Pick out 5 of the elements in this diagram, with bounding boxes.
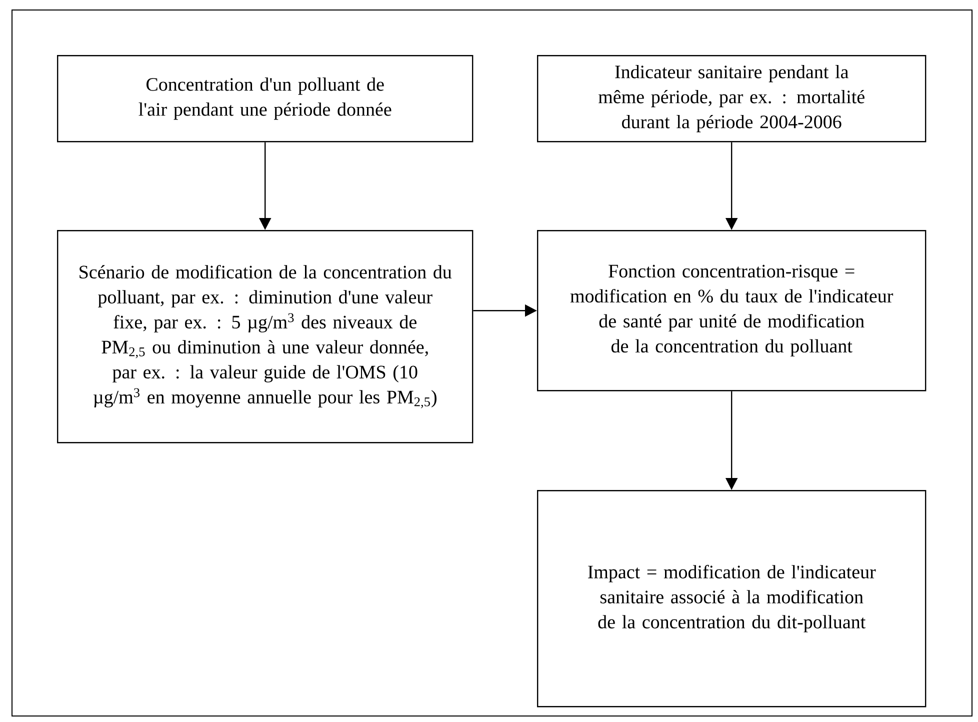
process-box: Concentration d'un polluant de l'air pendant une période donnée	[57, 55, 474, 142]
process-box: Scénario de modification de la concentration du polluant, par ex. : diminution d'une valeur fixe, par ex. : 5 µg/m$^{3}$ des niveaux de PM$_{2,5}$ ou diminution à une valeur donnée, par ex. : la valeur guide de l'OMS (10 µg/m$^{3}$ en moyenne annuelle pour les PM$_{2,5}$)	[57, 230, 474, 444]
process-box: Indicateur sanitaire pendant la même période, par ex. : mortalité durant la période 2004-2006	[537, 55, 926, 142]
process-box: Impact = modification de l'indicateur sanitaire associé à la modification de la concentration du dit-polluant	[537, 490, 926, 708]
process-box: Fonction concentration-risque = modification en % du taux de l'indicateur de santé par unité de modification de la concentration du polluant	[537, 230, 926, 392]
